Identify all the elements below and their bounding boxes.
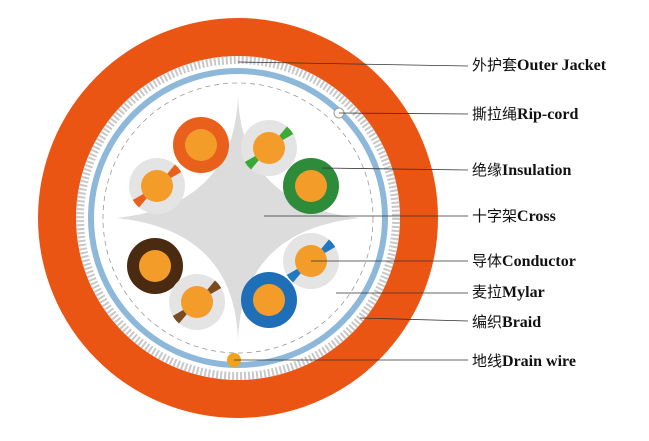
pair-green-solid (283, 158, 339, 214)
leader-line (237, 61, 469, 67)
cross-separator (116, 96, 360, 340)
label-mylar: 麦拉Mylar (472, 283, 545, 301)
pair-brown-striped (169, 274, 225, 330)
label-drain-wire: 地线Drain wire (472, 352, 576, 370)
label-conductor: 导体Conductor (472, 252, 576, 270)
label-braid: 编织Braid (472, 313, 542, 331)
conductor-orange-striped (141, 170, 173, 202)
conductor-brown-striped (181, 286, 213, 318)
leader-line (359, 317, 469, 322)
leader-line (338, 112, 469, 115)
pair-brown-solid (127, 238, 183, 294)
pair-green-striped (241, 120, 297, 176)
conductor-green-striped (253, 132, 285, 164)
inner-dashed-ring (102, 82, 374, 354)
label-insulation: 绝缘Insulation (472, 161, 572, 179)
pair-blue-solid (241, 272, 297, 328)
label-rip-cord: 撕拉绳Rip-cord (472, 105, 579, 123)
pair-orange-striped (129, 158, 185, 214)
conductor-green-solid (295, 170, 327, 202)
leader-line (321, 167, 469, 171)
conductor-blue-solid (253, 284, 285, 316)
conductor-orange-solid (185, 129, 217, 161)
label-outer-jacket: 外护套Outer Jacket (472, 56, 607, 74)
conductor-brown-solid (139, 250, 171, 282)
label-cross: 十字架Cross (472, 207, 556, 225)
braid-layer (76, 56, 400, 380)
pair-orange-solid (173, 117, 229, 173)
